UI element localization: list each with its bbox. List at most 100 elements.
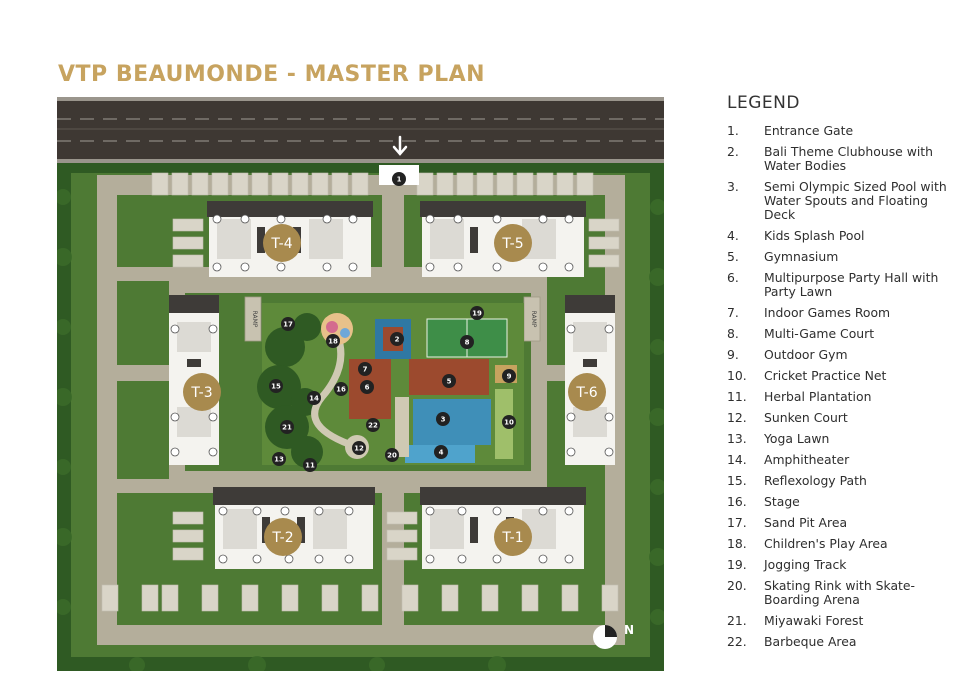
highway — [57, 97, 664, 163]
legend-item-label: Semi Olympic Sized Pool with Water Spout… — [764, 179, 947, 222]
legend-item-number: 15. — [727, 473, 747, 488]
legend-item-label: Sunken Court — [764, 410, 848, 425]
legend-item-number: 7. — [727, 305, 739, 320]
legend-item: 4. Kids Splash Pool — [727, 229, 957, 243]
marker-1: 1 — [397, 176, 402, 184]
legend-item-number: 17. — [727, 515, 747, 530]
legend-item-label: Reflexology Path — [764, 473, 867, 488]
legend-item-number: 1. — [727, 123, 739, 138]
legend-item: 2. Bali Theme Clubhouse with Water Bodies — [727, 145, 957, 173]
legend-item-label: Stage — [764, 494, 800, 509]
legend-item: 9. Outdoor Gym — [727, 348, 957, 362]
legend-item-number: 5. — [727, 249, 739, 264]
legend-item: 5. Gymnasium — [727, 250, 957, 264]
legend-item-label: Multipurpose Party Hall with Party Lawn — [764, 270, 939, 299]
down-arrow-icon — [392, 135, 408, 156]
legend-item-number: 2. — [727, 144, 739, 159]
marker-12: 12 — [354, 445, 364, 453]
legend-item-label: Cricket Practice Net — [764, 368, 887, 383]
tower-badge-t6 — [568, 373, 606, 411]
legend-item: 16. Stage — [727, 495, 957, 509]
legend-item-label: Entrance Gate — [764, 123, 854, 138]
legend-item-label: Jogging Track — [764, 557, 847, 572]
tower-label-t6: T-6 — [575, 385, 597, 401]
ramp-left — [244, 296, 262, 342]
legend-item: 17. Sand Pit Area — [727, 516, 957, 530]
marker-17: 17 — [283, 321, 293, 329]
marker-22: 22 — [368, 422, 378, 430]
legend-item: 3. Semi Olympic Sized Pool with Water Spo… — [727, 180, 957, 222]
legend-item-label: Amphitheater — [764, 452, 850, 467]
legend-item: 13. Yoga Lawn — [727, 432, 957, 446]
legend-item-number: 8. — [727, 326, 739, 341]
legend-item: 12. Sunken Court — [727, 411, 957, 425]
legend-item: 8. Multi-Game Court — [727, 327, 957, 341]
ramp-right-label: RAMP — [530, 311, 537, 328]
legend-item-label: Gymnasium — [764, 249, 839, 264]
legend-item-label: Miyawaki Forest — [764, 613, 864, 628]
tower-label-t2: T-2 — [271, 530, 293, 546]
legend-item-number: 9. — [727, 347, 739, 362]
marker-21: 21 — [282, 424, 292, 432]
legend-item: 7. Indoor Games Room — [727, 306, 957, 320]
legend-item-number: 14. — [727, 452, 747, 467]
legend-item: 21.Miyawaki Forest — [727, 614, 957, 628]
legend-list: 1. Entrance Gate 2. Bali Theme Clubhouse wi… — [727, 124, 957, 649]
semi-olympic-pool — [413, 399, 491, 445]
marker-2: 2 — [395, 336, 400, 344]
legend-item-number: 10. — [727, 368, 747, 383]
marker-5: 5 — [447, 378, 452, 386]
legend-item: 14. Amphitheater — [727, 453, 957, 467]
legend-item-label: Outdoor Gym — [764, 347, 848, 362]
north-compass-icon — [593, 625, 617, 649]
legend-item-label: Herbal Plantation — [764, 389, 872, 404]
legend-item-label: Multi-Game Court — [764, 326, 875, 341]
marker-3: 3 — [441, 416, 446, 424]
marker-10: 10 — [504, 419, 514, 427]
legend-item-number: 4. — [727, 228, 739, 243]
legend-item-label: Sand Pit Area — [764, 515, 848, 530]
marker-19: 19 — [472, 310, 482, 318]
marker-11: 11 — [305, 462, 315, 470]
marker-20: 20 — [387, 452, 397, 460]
legend-item-number: 6. — [727, 270, 739, 285]
legend-item: 1. Entrance Gate — [727, 124, 957, 138]
legend-item: 22.Barbeque Area — [727, 635, 957, 649]
legend-item: 10. Cricket Practice Net — [727, 369, 957, 383]
tower-label-t3: T-3 — [190, 385, 212, 401]
legend-item-label: Yoga Lawn — [764, 431, 830, 446]
marker-9: 9 — [507, 373, 512, 381]
legend-item-number: 19. — [727, 557, 747, 572]
tower-badge-t3 — [183, 373, 221, 411]
legend-item-label: Kids Splash Pool — [764, 228, 865, 243]
tower-badge-t4 — [263, 224, 301, 262]
marker-15: 15 — [271, 383, 281, 391]
legend-item-number: 3. — [727, 179, 739, 194]
legend-item-label: Skating Rink with Skate-Boarding Arena — [764, 578, 915, 607]
legend-item: 18. Children's Play Area — [727, 537, 957, 551]
legend-item-number: 11. — [727, 389, 747, 404]
legend-item-number: 16. — [727, 494, 747, 509]
tree-border — [57, 163, 664, 671]
legend-item-number: 13. — [727, 431, 747, 446]
legend-item: 20. Skating Rink with Skate-Boarding Aren… — [727, 579, 957, 607]
marker-8: 8 — [465, 339, 470, 347]
parking-bays — [101, 172, 620, 612]
amenity-markers — [269, 172, 516, 472]
master-plan-map: RAMP RAMP — [57, 97, 664, 671]
legend-heading: LEGEND — [727, 93, 800, 113]
marker-7: 7 — [363, 366, 368, 374]
tower-badge-t2 — [264, 518, 302, 556]
legend-item-label: Bali Theme Clubhouse with Water Bodies — [764, 144, 933, 173]
legend-item-number: 12. — [727, 410, 747, 425]
ramp-left-label: RAMP — [251, 311, 258, 328]
legend-item-label: Indoor Games Room — [764, 305, 891, 320]
legend-item-number: 20. — [727, 578, 747, 593]
legend-item-number: 22. — [727, 634, 747, 649]
legend-item: 19. Jogging Track — [727, 558, 957, 572]
legend-item-label: Children's Play Area — [764, 536, 888, 551]
legend-item-number: 18. — [727, 536, 747, 551]
tower-label-t4: T-4 — [270, 236, 292, 252]
tower-badge-t1 — [494, 518, 532, 556]
legend-item: 15. Reflexology Path — [727, 474, 957, 488]
